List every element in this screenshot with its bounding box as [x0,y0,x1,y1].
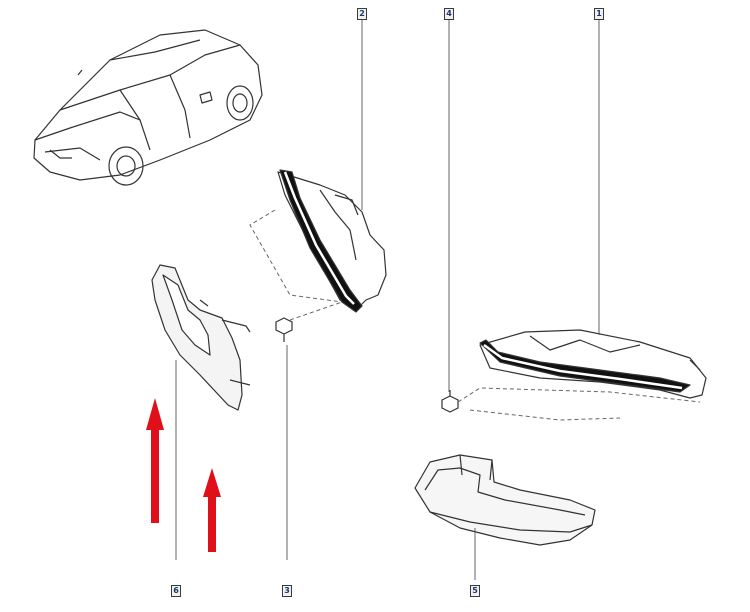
callout-label: 4 [446,9,452,18]
leader-lines [175,20,600,580]
screw-icon [275,317,293,342]
lamp-right-icon [479,329,707,399]
assembly-guides [249,209,701,421]
callout-label: 1 [596,9,602,18]
car-icon [33,29,263,186]
bracket-icon [151,264,251,411]
callout-part-4: 4 [444,8,454,20]
callout-part-6: 6 [171,585,181,597]
callout-label: 5 [472,586,478,595]
callout-part-5: 5 [470,585,480,597]
callout-label: 6 [173,586,179,595]
lower-bracket-icon [414,454,596,546]
callout-part-3: 3 [282,585,292,597]
callout-label: 3 [284,586,290,595]
callout-label: 2 [359,9,365,18]
callout-part-2: 2 [357,8,367,20]
lamp-left-icon [277,169,387,313]
screw-icon [441,390,459,413]
callout-part-1: 1 [594,8,604,20]
red-arrow-icon [146,398,221,552]
